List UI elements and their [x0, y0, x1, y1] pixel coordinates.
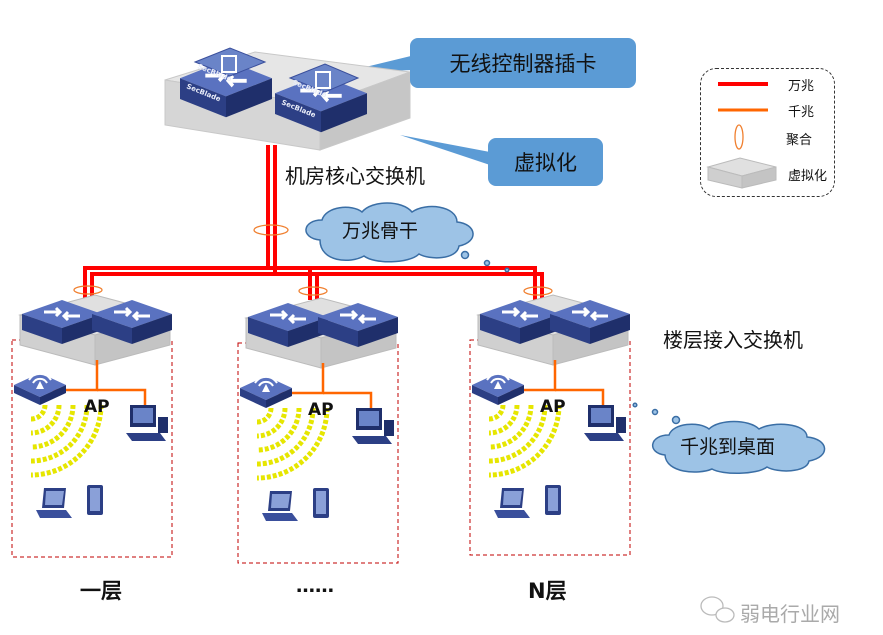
aggregation-markers: [73, 224, 553, 296]
floor-n: [469, 294, 632, 556]
legend-virtualization-icon: [706, 157, 777, 189]
ten-gig-links: [83, 145, 544, 300]
wechat-icon: [700, 596, 735, 623]
legend-label: 万兆: [788, 79, 815, 94]
core-switch: SecBlade SecBlade SecBlade SecBlade: [164, 47, 411, 151]
watermark: 弱电行业网: [740, 602, 840, 626]
ap-label: AP: [84, 397, 110, 417]
legend-label: 虚拟化: [788, 169, 828, 184]
legend-label: 聚合: [786, 133, 813, 148]
callout-pointer: [400, 135, 490, 165]
floor-1: [11, 294, 174, 558]
backbone-cloud: [305, 202, 510, 273]
floor-2: [237, 297, 400, 564]
legend-label: 千兆: [788, 105, 815, 120]
desktop-cloud-label: 千兆到桌面: [680, 436, 776, 458]
ap-label: AP: [540, 397, 566, 417]
floor-label: ……: [296, 575, 334, 597]
wireless-controller-callout: 无线控制器插卡: [410, 38, 636, 88]
backbone-cloud-label: 万兆骨干: [342, 220, 419, 242]
virtualization-callout: 虚拟化: [488, 138, 603, 186]
core-switch-label: 机房核心交换机: [285, 164, 425, 188]
ap-label: AP: [308, 400, 334, 420]
desktop-cloud: [632, 402, 826, 474]
floor-label: 一层: [80, 579, 122, 603]
floor-label: N层: [528, 579, 567, 603]
access-switch-label: 楼层接入交换机: [663, 328, 803, 352]
legend-aggregation-icon: [734, 124, 744, 150]
legend: [700, 68, 835, 197]
